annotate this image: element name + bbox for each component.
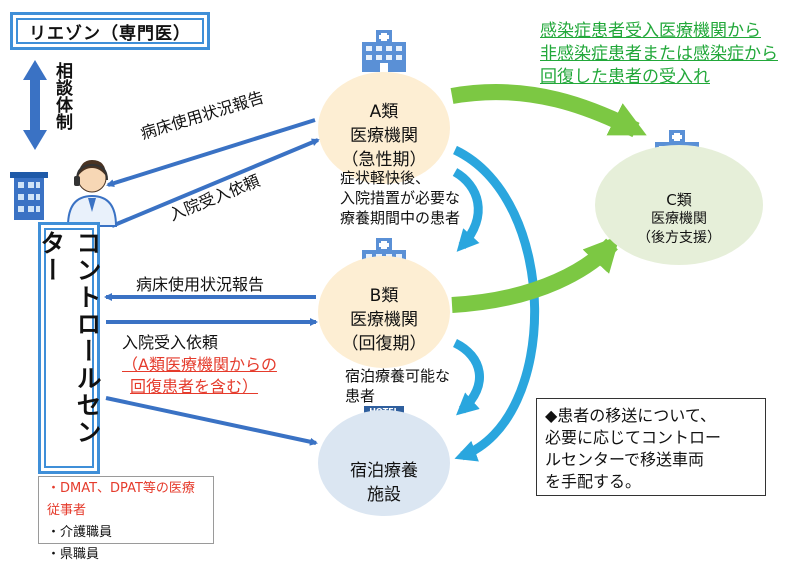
staff-item-medical: ・DMAT、DPAT等の医療従事者 [47, 481, 195, 518]
to-c-note-1: 感染症患者受入医療機関から [540, 21, 761, 41]
arrow-a-request [111, 138, 320, 228]
hospital-c-node: C類 医療機関 （後方支援） [595, 145, 763, 265]
transport-note-1: ◆患者の移送について、 [545, 406, 717, 425]
liaison-label: リエゾン（専門医） [16, 18, 204, 44]
control-center-building-icon [10, 172, 48, 220]
hospital-a-phase: （急性期） [341, 150, 427, 170]
hospital-a-type: 医療機関 [350, 126, 418, 146]
to-c-note-2: 非感染症患者または感染症から [540, 44, 778, 64]
b-report-label: 病床使用状況報告 [136, 275, 265, 294]
b-request-label: 入院受入依頼 [122, 333, 219, 352]
hospital-a-building-icon [362, 30, 406, 72]
hospital-c-phase: （後方支援） [637, 229, 721, 246]
to-c-note-3: 回復した患者の受入れ [540, 67, 710, 87]
transport-note-4: を手配する。 [545, 472, 642, 491]
transport-note: ◆患者の移送について、 必要に応じてコントロー ルセンターで移送車両 を手配する… [536, 398, 766, 496]
staff-list: ・DMAT、DPAT等の医療従事者 ・介護職員 ・県職員 [38, 476, 214, 562]
arrow-a-to-hotel [453, 145, 540, 462]
hospital-a-node: A類 医療機関 （急性期） [318, 72, 450, 184]
b-request-note-2: 回復患者を含む） [130, 377, 259, 396]
a-to-b-note-3: 療養期間中の患者 [340, 209, 461, 227]
hospital-a-class: A類 [369, 102, 399, 122]
b-to-hotel-note-2: 患者 [345, 387, 376, 405]
staff-item-prefecture: ・県職員 [47, 547, 100, 562]
hotel-node: 宿泊療養 施設 [318, 410, 450, 516]
liaison-box: リエゾン（専門医） [10, 12, 210, 50]
arrow-hotel-request [105, 396, 318, 446]
arrow-b-to-hotel [452, 338, 484, 416]
hospital-b-class: B類 [369, 286, 399, 306]
control-center-label: コントロールセンター [37, 230, 102, 446]
a-to-b-note-1: 症状軽快後、 [340, 169, 431, 187]
b-request-note-1: （A類医療機関からの [122, 355, 277, 374]
operator-person-icon [66, 160, 118, 227]
arrow-b-to-c [451, 235, 621, 313]
hospital-c-class: C類 [666, 190, 692, 209]
staff-item-care: ・介護職員 [47, 525, 113, 540]
consult-label: 相談体制 [52, 62, 72, 130]
hotel-label-1: 宿泊療養 [350, 461, 418, 481]
consult-double-arrow [23, 60, 47, 150]
arrow-a-to-b [452, 168, 483, 252]
hospital-b-phase: （回復期） [341, 334, 427, 354]
control-center-box: コントロールセンター [37, 222, 102, 474]
arrow-a-to-c [450, 84, 647, 138]
a-to-b-note-2: 入院措置が必要な [340, 189, 461, 207]
arrow-a-report [106, 118, 316, 188]
hotel-label-2: 施設 [367, 485, 401, 505]
transport-note-3: ルセンターで移送車両 [545, 450, 705, 469]
b-to-hotel-note: 宿泊療養可能な 患者 [345, 366, 450, 406]
hospital-b-node: B類 医療機関 （回復期） [318, 256, 450, 368]
hospital-c-type: 医療機関 [651, 210, 707, 227]
transport-note-2: 必要に応じてコントロー [545, 428, 722, 447]
to-c-note: 感染症患者受入医療機関から 非感染症患者または感染症から 回復した患者の受入れ [540, 20, 778, 89]
b-to-hotel-note-1: 宿泊療養可能な [345, 367, 451, 385]
a-to-b-note: 症状軽快後、 入院措置が必要な 療養期間中の患者 [340, 168, 460, 228]
hospital-b-type: 医療機関 [350, 310, 418, 330]
